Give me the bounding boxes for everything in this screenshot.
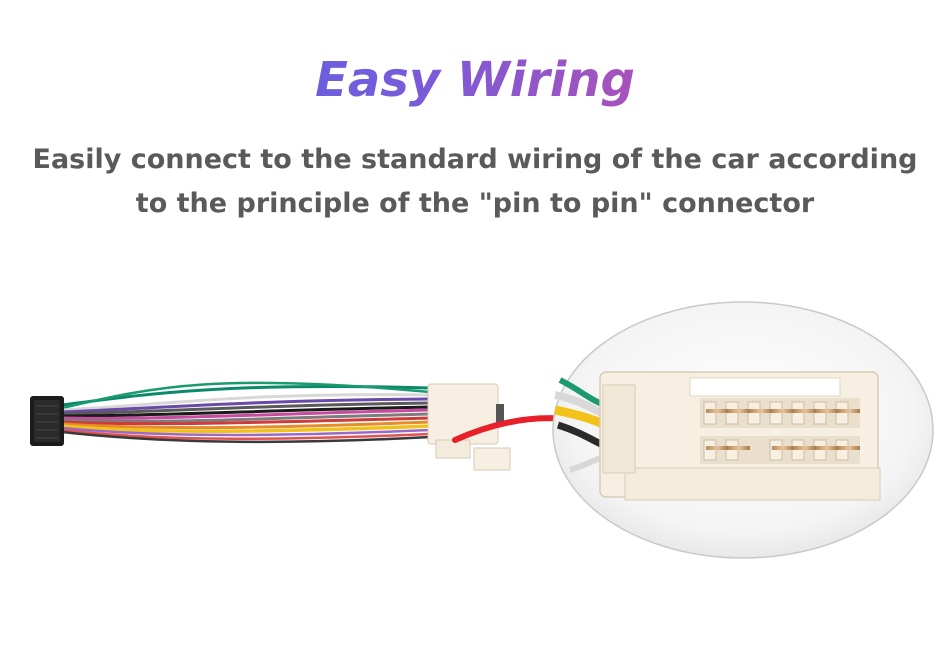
- wire-bundle: [60, 381, 432, 443]
- upper-pin-row: [700, 398, 860, 428]
- subtitle-line-2: to the principle of the "pin to pin" con…: [135, 188, 815, 219]
- lower-pin-row: [700, 436, 860, 464]
- black-iso-plug-icon: [30, 396, 64, 446]
- magnified-connector-circle: [552, 301, 934, 559]
- wiring-harness-illustration: [30, 301, 934, 559]
- subtitle-line-1: Easily connect to the standard wiring of…: [32, 144, 918, 175]
- page-title: Easy Wiring: [0, 50, 950, 110]
- page-subtitle: Easily connect to the standard wiring of…: [20, 138, 930, 226]
